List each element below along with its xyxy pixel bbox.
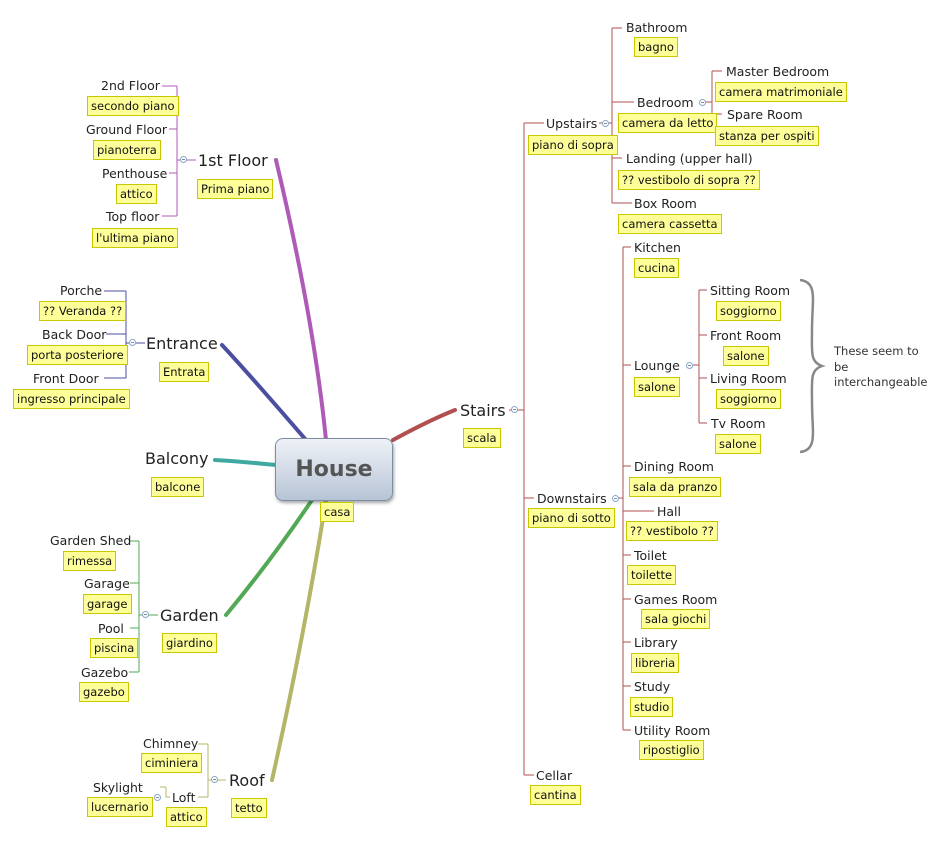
note-garden-shed: rimessa — [63, 551, 117, 571]
collapse-toggle-roof[interactable] — [211, 776, 218, 783]
node-hall[interactable]: Hall — [657, 504, 682, 519]
note-library: libreria — [631, 653, 680, 673]
node-games-room[interactable]: Games Room — [634, 592, 718, 607]
central-topic-house[interactable]: House — [275, 438, 393, 501]
note-skylight: lucernario — [87, 797, 153, 817]
note-front-door: ingresso principale — [13, 389, 130, 409]
note-landing: ?? vestibolo di sopra ?? — [618, 170, 760, 190]
note-balcony: balcone — [151, 477, 205, 497]
node-bedroom[interactable]: Bedroom — [637, 95, 694, 110]
note-entrance: Entrata — [159, 362, 210, 382]
note-toilet: toilette — [627, 565, 677, 585]
node-tv-room[interactable]: Tv Room — [711, 416, 766, 431]
collapse-toggle-loft[interactable] — [154, 794, 161, 801]
node-front-door[interactable]: Front Door — [33, 371, 99, 386]
node-landing[interactable]: Landing (upper hall) — [626, 151, 753, 166]
note-utility-room: ripostiglio — [639, 740, 704, 760]
node-front-room[interactable]: Front Room — [710, 328, 782, 343]
note-2nd-floor: secondo piano — [87, 96, 179, 116]
node-living-room[interactable]: Living Room — [710, 371, 787, 386]
node-kitchen[interactable]: Kitchen — [634, 240, 681, 255]
node-utility-room[interactable]: Utility Room — [634, 723, 711, 738]
note-porche: ?? Veranda ?? — [39, 301, 127, 321]
node-box-room[interactable]: Box Room — [634, 196, 697, 211]
collapse-toggle-entrance[interactable] — [129, 339, 136, 346]
node-dining-room[interactable]: Dining Room — [634, 459, 714, 474]
note-spare-room: stanza per ospiti — [715, 126, 819, 146]
note-top-floor: l'ultima piano — [92, 228, 179, 248]
node-garage[interactable]: Garage — [84, 576, 130, 591]
note-penthouse: attico — [116, 184, 157, 204]
node-gazebo[interactable]: Gazebo — [81, 665, 129, 680]
node-toilet[interactable]: Toilet — [634, 548, 667, 563]
collapse-toggle-garden[interactable] — [142, 611, 149, 618]
collapse-toggle-bedroom[interactable] — [699, 99, 706, 106]
branch-balcony[interactable]: Balcony — [145, 449, 209, 468]
node-loft[interactable]: Loft — [172, 790, 196, 805]
note-1st-floor: Prima piano — [197, 179, 274, 199]
node-sitting-room[interactable]: Sitting Room — [710, 283, 791, 298]
node-lounge[interactable]: Lounge — [634, 358, 680, 373]
note-garden: giardino — [162, 633, 217, 653]
note-upstairs: piano di sopra — [528, 135, 618, 155]
collapse-toggle-downstairs[interactable] — [612, 495, 619, 502]
node-master-bedroom[interactable]: Master Bedroom — [726, 64, 830, 79]
boundary-note: These seem to be interchangeable — [834, 344, 928, 389]
node-spare-room[interactable]: Spare Room — [727, 107, 803, 122]
node-top-floor[interactable]: Top floor — [106, 209, 160, 224]
note-hall: ?? vestibolo ?? — [626, 521, 718, 541]
node-2nd-floor[interactable]: 2nd Floor — [101, 78, 160, 93]
note-cellar: cantina — [530, 785, 581, 805]
note-back-door: porta posteriore — [27, 345, 128, 365]
collapse-toggle-lounge[interactable] — [686, 362, 693, 369]
note-downstairs: piano di sotto — [528, 508, 615, 528]
note-roof: tetto — [231, 798, 267, 818]
note-stairs: scala — [463, 428, 501, 448]
node-upstairs[interactable]: Upstairs — [546, 116, 598, 131]
note-chimney: ciminiera — [141, 753, 203, 773]
note-study: studio — [630, 697, 674, 717]
node-chimney[interactable]: Chimney — [143, 736, 199, 751]
note-master-bedroom: camera matrimoniale — [715, 82, 847, 102]
note-bedroom: camera da letto — [618, 113, 718, 133]
branch-garden[interactable]: Garden — [160, 606, 219, 625]
node-downstairs[interactable]: Downstairs — [537, 491, 607, 506]
node-skylight[interactable]: Skylight — [93, 780, 143, 795]
node-garden-shed[interactable]: Garden Shed — [50, 533, 132, 548]
note-sitting-room: soggiorno — [716, 301, 781, 321]
branch-entrance[interactable]: Entrance — [146, 334, 218, 353]
node-ground-floor[interactable]: Ground Floor — [86, 122, 168, 137]
branch-stairs[interactable]: Stairs — [460, 401, 506, 420]
note-pool: piscina — [90, 638, 139, 658]
node-penthouse[interactable]: Penthouse — [102, 166, 168, 181]
node-bathroom[interactable]: Bathroom — [626, 20, 688, 35]
note-loft: attico — [166, 807, 207, 827]
house-note: casa — [320, 502, 355, 522]
note-gazebo: gazebo — [79, 682, 129, 702]
note-bathroom: bagno — [634, 37, 678, 57]
collapse-toggle-stairs[interactable] — [511, 406, 518, 413]
note-games-room: sala giochi — [641, 609, 711, 629]
branch-1st-floor[interactable]: 1st Floor — [198, 151, 268, 170]
note-box-room: camera cassetta — [618, 214, 722, 234]
node-pool[interactable]: Pool — [98, 621, 124, 636]
note-garage: garage — [83, 594, 132, 614]
node-cellar[interactable]: Cellar — [536, 768, 573, 783]
node-back-door[interactable]: Back Door — [42, 327, 107, 342]
note-living-room: soggiorno — [716, 389, 781, 409]
node-porche[interactable]: Porche — [60, 283, 103, 298]
node-library[interactable]: Library — [634, 635, 678, 650]
collapse-toggle-1st-floor[interactable] — [180, 156, 187, 163]
branch-roof[interactable]: Roof — [229, 771, 265, 790]
note-front-room: salone — [723, 346, 769, 366]
note-lounge: salone — [634, 377, 680, 397]
note-dining-room: sala da pranzo — [629, 477, 722, 497]
note-tv-room: salone — [715, 434, 761, 454]
node-study[interactable]: Study — [634, 679, 671, 694]
collapse-toggle-upstairs[interactable] — [602, 120, 609, 127]
note-ground-floor: pianoterra — [93, 140, 161, 160]
note-kitchen: cucina — [634, 258, 680, 278]
